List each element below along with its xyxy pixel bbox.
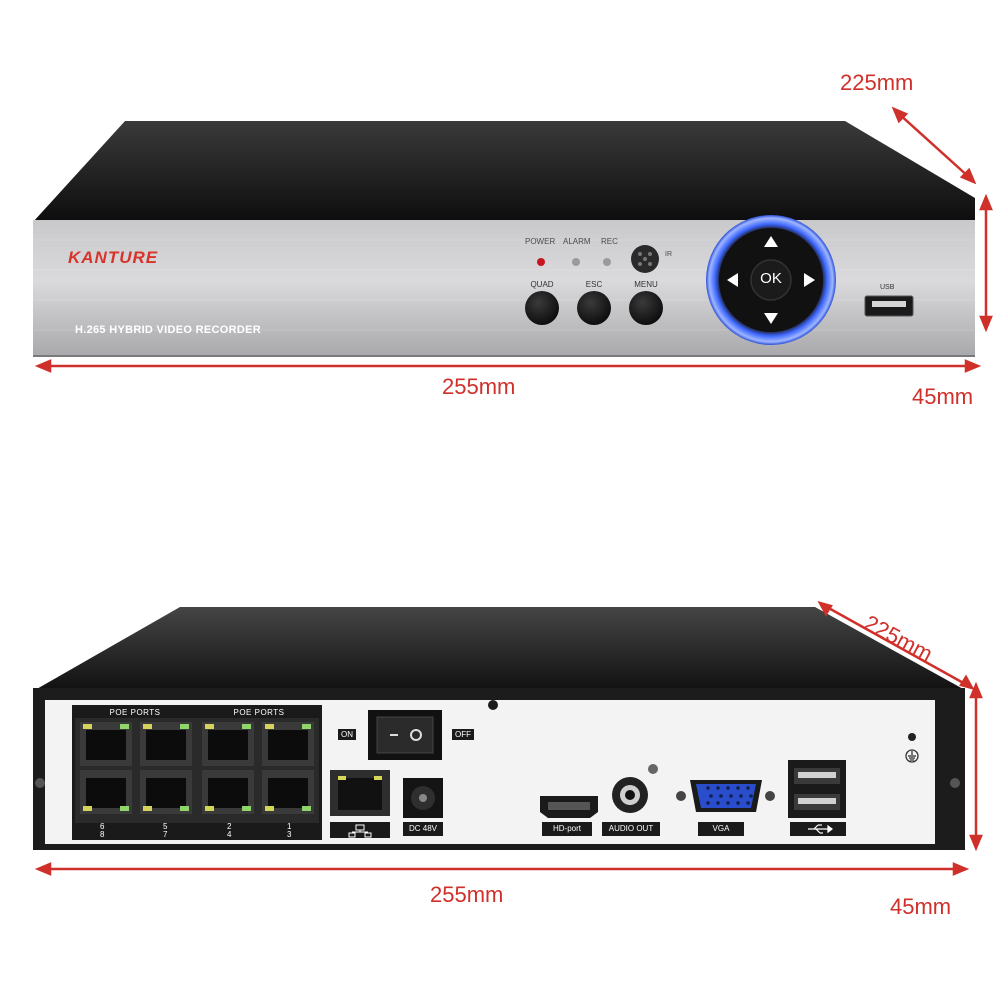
vga-pin — [709, 794, 713, 798]
vga-pin — [726, 786, 730, 790]
vga-pin — [736, 786, 740, 790]
dc-label-box — [403, 822, 443, 836]
poe-port-7[interactable] — [140, 770, 192, 814]
switch-off-label: OFF — [452, 729, 474, 740]
port-number-5: 5 — [163, 822, 168, 831]
rec-led — [603, 258, 611, 266]
port-number-4: 4 — [227, 830, 232, 839]
poe-header-right: POE PORTS — [233, 708, 285, 717]
poe-port-6[interactable] — [80, 722, 132, 766]
ground-icon — [905, 749, 919, 763]
quad-button-label: QUAD — [530, 280, 554, 289]
nav-down-arrow-icon[interactable] — [764, 313, 778, 324]
nav-left-arrow-icon[interactable] — [727, 273, 738, 287]
rear-depth-arrow — [824, 604, 968, 687]
front-depth-label: 225mm — [840, 70, 914, 95]
rear-width-label: 255mm — [430, 882, 504, 907]
brand-logo: KANTURE — [68, 248, 159, 267]
hdmi-label-box — [542, 822, 592, 836]
poe-port-4[interactable] — [202, 770, 254, 814]
top-screw — [488, 700, 498, 710]
frame-screw-right — [950, 778, 960, 788]
vga-pin — [706, 801, 710, 805]
ground-screw — [648, 764, 658, 774]
ok-label: OK — [760, 270, 782, 287]
alarm-led — [572, 258, 580, 266]
vga-pin — [719, 794, 723, 798]
vga-pin — [716, 786, 720, 790]
vga-pin — [706, 786, 710, 790]
vga-pin — [726, 801, 730, 805]
ok-button[interactable] — [750, 259, 792, 301]
status-led — [908, 733, 916, 741]
rec-led-label: REC — [601, 237, 618, 246]
port-number-3: 3 — [287, 830, 292, 839]
rear-top-lid — [35, 607, 965, 690]
poe-port-2[interactable] — [202, 722, 254, 766]
dc-label: DC 48V — [408, 824, 437, 833]
usb-icon — [808, 824, 833, 834]
port-number-1: 1 — [287, 822, 292, 831]
front-panel-view — [33, 106, 993, 373]
poe-port-5[interactable] — [140, 722, 192, 766]
network-icon — [348, 824, 372, 838]
vga-label: VGA — [712, 824, 730, 833]
quad-button[interactable] — [525, 291, 559, 325]
esc-button[interactable] — [577, 291, 611, 325]
nav-up-arrow-icon[interactable] — [764, 236, 778, 247]
vga-pin — [749, 794, 753, 798]
vga-pin — [736, 801, 740, 805]
port-number-8: 8 — [100, 830, 105, 839]
vga-pin — [716, 801, 720, 805]
vga-label-box — [698, 822, 744, 836]
front-width-label: 255mm — [442, 374, 516, 399]
vga-pin — [746, 801, 750, 805]
model-label: H.265 HYBRID VIDEO RECORDER — [75, 324, 261, 336]
poe-port-1[interactable] — [262, 722, 314, 766]
audio-label-box — [602, 822, 660, 836]
front-top-lid — [33, 121, 975, 222]
power-led — [537, 258, 545, 266]
vga-pin — [746, 786, 750, 790]
vga-pin — [729, 794, 733, 798]
vga-screw-right — [765, 791, 775, 801]
hdmi-label: HD-port — [552, 824, 581, 833]
vga-pin — [739, 794, 743, 798]
front-depth-arrow — [897, 112, 971, 179]
alarm-led-label: ALARM — [563, 237, 591, 246]
ir-label: IR — [665, 251, 672, 258]
rear-height-label: 45mm — [890, 894, 952, 919]
port-number-2: 2 — [227, 822, 232, 831]
audio-out-label: AUDIO OUT — [608, 824, 654, 833]
switch-on-label: ON — [338, 729, 356, 740]
poe-port-8[interactable] — [80, 770, 132, 814]
poe-port-3[interactable] — [262, 770, 314, 814]
poe-header-left: POE PORTS — [109, 708, 161, 717]
usb-label: USB — [880, 284, 895, 291]
nav-right-arrow-icon[interactable] — [804, 273, 815, 287]
power-led-label: POWER — [525, 237, 556, 246]
esc-button-label: ESC — [585, 280, 603, 289]
vga-screw-left — [676, 791, 686, 801]
frame-screw-left — [35, 778, 45, 788]
port-number-7: 7 — [163, 830, 168, 839]
port-number-6: 6 — [100, 822, 105, 831]
menu-button[interactable] — [629, 291, 663, 325]
menu-button-label: MENU — [634, 280, 658, 289]
front-height-label: 45mm — [912, 384, 974, 409]
